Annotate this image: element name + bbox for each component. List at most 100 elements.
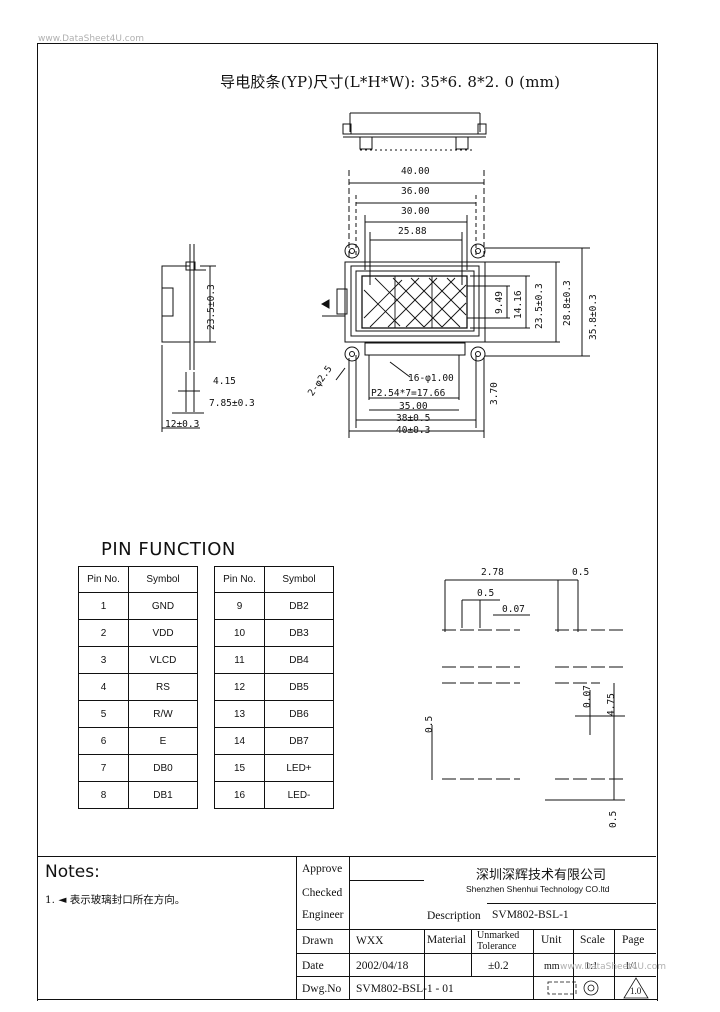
pin-symbol: DB7	[264, 727, 334, 755]
notes-title: Notes:	[45, 862, 100, 882]
description-value: SVM802-BSL-1	[492, 909, 569, 921]
projection-symbol-icon	[547, 981, 577, 995]
dim-0-5-a: 0.5	[572, 567, 590, 578]
pin-symbol: DB5	[264, 673, 334, 701]
bottom-rule	[37, 999, 657, 1000]
dim-40-bottom: 40±0.3	[396, 425, 431, 436]
company-cn: 深圳深辉技术有限公司	[476, 868, 607, 883]
checked-label: Checked	[302, 887, 343, 899]
col-line-2	[471, 929, 472, 977]
col-line-4	[573, 929, 574, 999]
projection-circle-icon	[583, 980, 599, 996]
approve-line	[349, 880, 424, 881]
tolerance-value: ±0.2	[488, 960, 509, 972]
right-dimensions	[467, 247, 590, 357]
date-label: Date	[302, 960, 324, 972]
col-line-5	[614, 929, 615, 999]
dim-2-78: 2.78	[481, 567, 504, 578]
tolerance-label: Tolerance	[477, 941, 517, 952]
page-value: 1/1	[625, 961, 638, 972]
notes-divider	[296, 856, 297, 999]
dim-7-85: 7.85±0.3	[209, 398, 255, 409]
dim-pitch: P2.54*7=17.66	[371, 388, 446, 399]
dim-0-5-b: 0.5	[477, 588, 495, 599]
pin-function-title: PIN FUNCTION	[101, 539, 236, 560]
dim-30: 30.00	[401, 206, 430, 217]
pin-symbol: DB0	[128, 754, 198, 782]
pin-no: 2	[78, 619, 129, 647]
engineer-label: Engineer	[302, 909, 344, 921]
dim-holes: 16-φ1.00	[408, 373, 454, 384]
bottom-dimensions	[335, 355, 485, 438]
pitch-detail	[431, 579, 625, 801]
dim-25-88: 25.88	[398, 226, 427, 237]
top-view	[342, 112, 487, 151]
scale-label: Scale	[580, 934, 605, 946]
pin-no: 12	[214, 673, 265, 701]
revision-triangle-icon	[623, 977, 649, 999]
pin-symbol: DB6	[264, 700, 334, 728]
dim-40: 40.00	[401, 166, 430, 177]
pin-no: 4	[78, 673, 129, 701]
pin-no: 1	[78, 592, 129, 620]
revision-value: 1.0	[630, 986, 642, 996]
pin-no: 5	[78, 700, 129, 728]
pin-symbol: R/W	[128, 700, 198, 728]
dwg-number: SVM802-BSL-1 - 01	[356, 983, 454, 995]
approve-label: Approve	[302, 863, 343, 875]
symbol-header: Symbol	[128, 566, 198, 593]
dim-35: 35.00	[399, 401, 428, 412]
row-line-0	[296, 929, 656, 930]
row-line-1	[296, 953, 656, 954]
row-line-2	[296, 976, 656, 977]
pin-symbol: DB1	[128, 781, 198, 809]
dwg-label: Dwg.No	[302, 983, 342, 995]
watermark-top: www.DataSheet4U.com	[38, 34, 145, 44]
dim-4-15: 4.15	[213, 376, 236, 387]
pin-symbol: GND	[128, 592, 198, 620]
dim-36: 36.00	[401, 186, 430, 197]
col-line-1	[424, 929, 425, 999]
notes-top-rule	[37, 856, 656, 857]
page-label: Page	[622, 934, 645, 946]
top-dimensions	[348, 170, 485, 285]
drawing-frame	[37, 43, 658, 1001]
company-en: Shenzhen Shenhui Technology CO.ltd	[466, 884, 610, 894]
description-label: Description	[427, 910, 481, 922]
front-view	[320, 243, 486, 362]
scale-value: 1:1	[585, 961, 598, 972]
pin-no: 14	[214, 727, 265, 755]
date-value: 2002/04/18	[356, 960, 409, 972]
dim-38: 38±0.5	[396, 413, 431, 424]
dim-0-07-a: 0.07	[502, 604, 525, 615]
unit-label: Unit	[541, 934, 562, 946]
pin-no-header: Pin No.	[78, 566, 129, 593]
pin-symbol: RS	[128, 673, 198, 701]
pin-no: 10	[214, 619, 265, 647]
drawn-by: WXX	[356, 935, 384, 947]
col-line-3	[533, 929, 534, 999]
watermark-bottom: www.DataSheet4U.com	[560, 962, 667, 972]
notes-item: 1. ◄ 表示玻璃封口所在方向。	[45, 894, 186, 906]
material-label: Material	[427, 934, 466, 946]
pin-symbol: DB3	[264, 619, 334, 647]
unmarked-label: Unmarked	[477, 930, 520, 941]
drawn-label: Drawn	[302, 935, 334, 947]
side-view	[161, 244, 216, 432]
desc-line	[487, 903, 656, 904]
label-divider	[349, 856, 350, 999]
drawing-title: 导电胶条(YP)尺寸(L*H*W): 35*6. 8*2. 0 (mm)	[220, 73, 561, 91]
